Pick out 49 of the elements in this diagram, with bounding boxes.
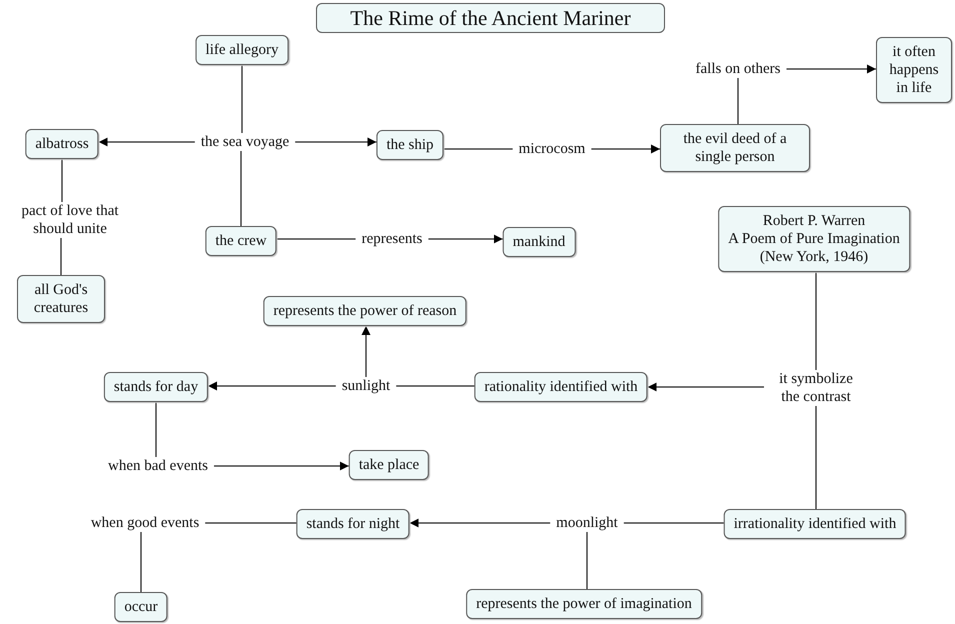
concept-box: take place (348, 450, 430, 480)
arrow (428, 234, 504, 244)
connector-line (60, 238, 62, 276)
concept-box: stands for day (104, 372, 208, 402)
arrow (98, 138, 196, 146)
linking-phrase: pact of love that should unite (11, 202, 129, 238)
citation-line: Robert P. Warren (762, 212, 866, 230)
linking-phrase: represents (356, 230, 428, 248)
connector-line (240, 150, 242, 226)
arrow (786, 64, 876, 74)
linking-phrase: the sea voyage (194, 133, 296, 151)
concept-box: rationality identified with (474, 372, 648, 402)
concept-box: stands for night (296, 509, 410, 539)
connector-line (140, 532, 142, 592)
arrow (294, 138, 377, 146)
connector-line (276, 238, 356, 240)
concept-box: the ship (376, 130, 444, 160)
linking-phrase: moonlight (550, 514, 624, 532)
concept-box: the crew (205, 226, 277, 256)
connector-line (586, 532, 588, 590)
linking-phrase: when good events (84, 514, 206, 532)
concept-box: occur (114, 592, 168, 622)
concept-box: irrationality identified with (724, 509, 906, 539)
linking-phrase: microcosm (512, 140, 592, 158)
arrow (213, 462, 350, 470)
arrow (362, 326, 370, 378)
arrow (409, 518, 551, 528)
concept-box: the evil deed of a single person (660, 124, 810, 172)
concept-box: all God's creatures (17, 275, 105, 323)
linking-phrase: it symbolize the contrast (764, 370, 868, 406)
concept-box: life allegory (196, 35, 288, 65)
concept-box: represents the power of reason (263, 296, 467, 326)
linking-phrase: when bad events (102, 457, 214, 475)
connector-line (443, 148, 514, 150)
connector-line (204, 522, 297, 524)
arrow (590, 144, 660, 154)
linking-phrase: sunlight (336, 377, 396, 395)
concept-box: mankind (502, 227, 576, 257)
citation-line: (New York, 1946) (758, 248, 870, 266)
arrow (647, 382, 764, 392)
concept-box: it often happens in life (876, 37, 952, 103)
title: The Rime of the Ancient Mariner (316, 3, 665, 33)
citation-line: A Poem of Pure Imagination (728, 230, 900, 248)
concept-box (718, 206, 910, 272)
concept-box: albatross (25, 129, 99, 159)
concept-box: represents the power of imagination (466, 589, 702, 619)
linking-phrase: falls on others (690, 60, 786, 78)
arrow (208, 382, 336, 390)
connector-line (623, 522, 724, 524)
